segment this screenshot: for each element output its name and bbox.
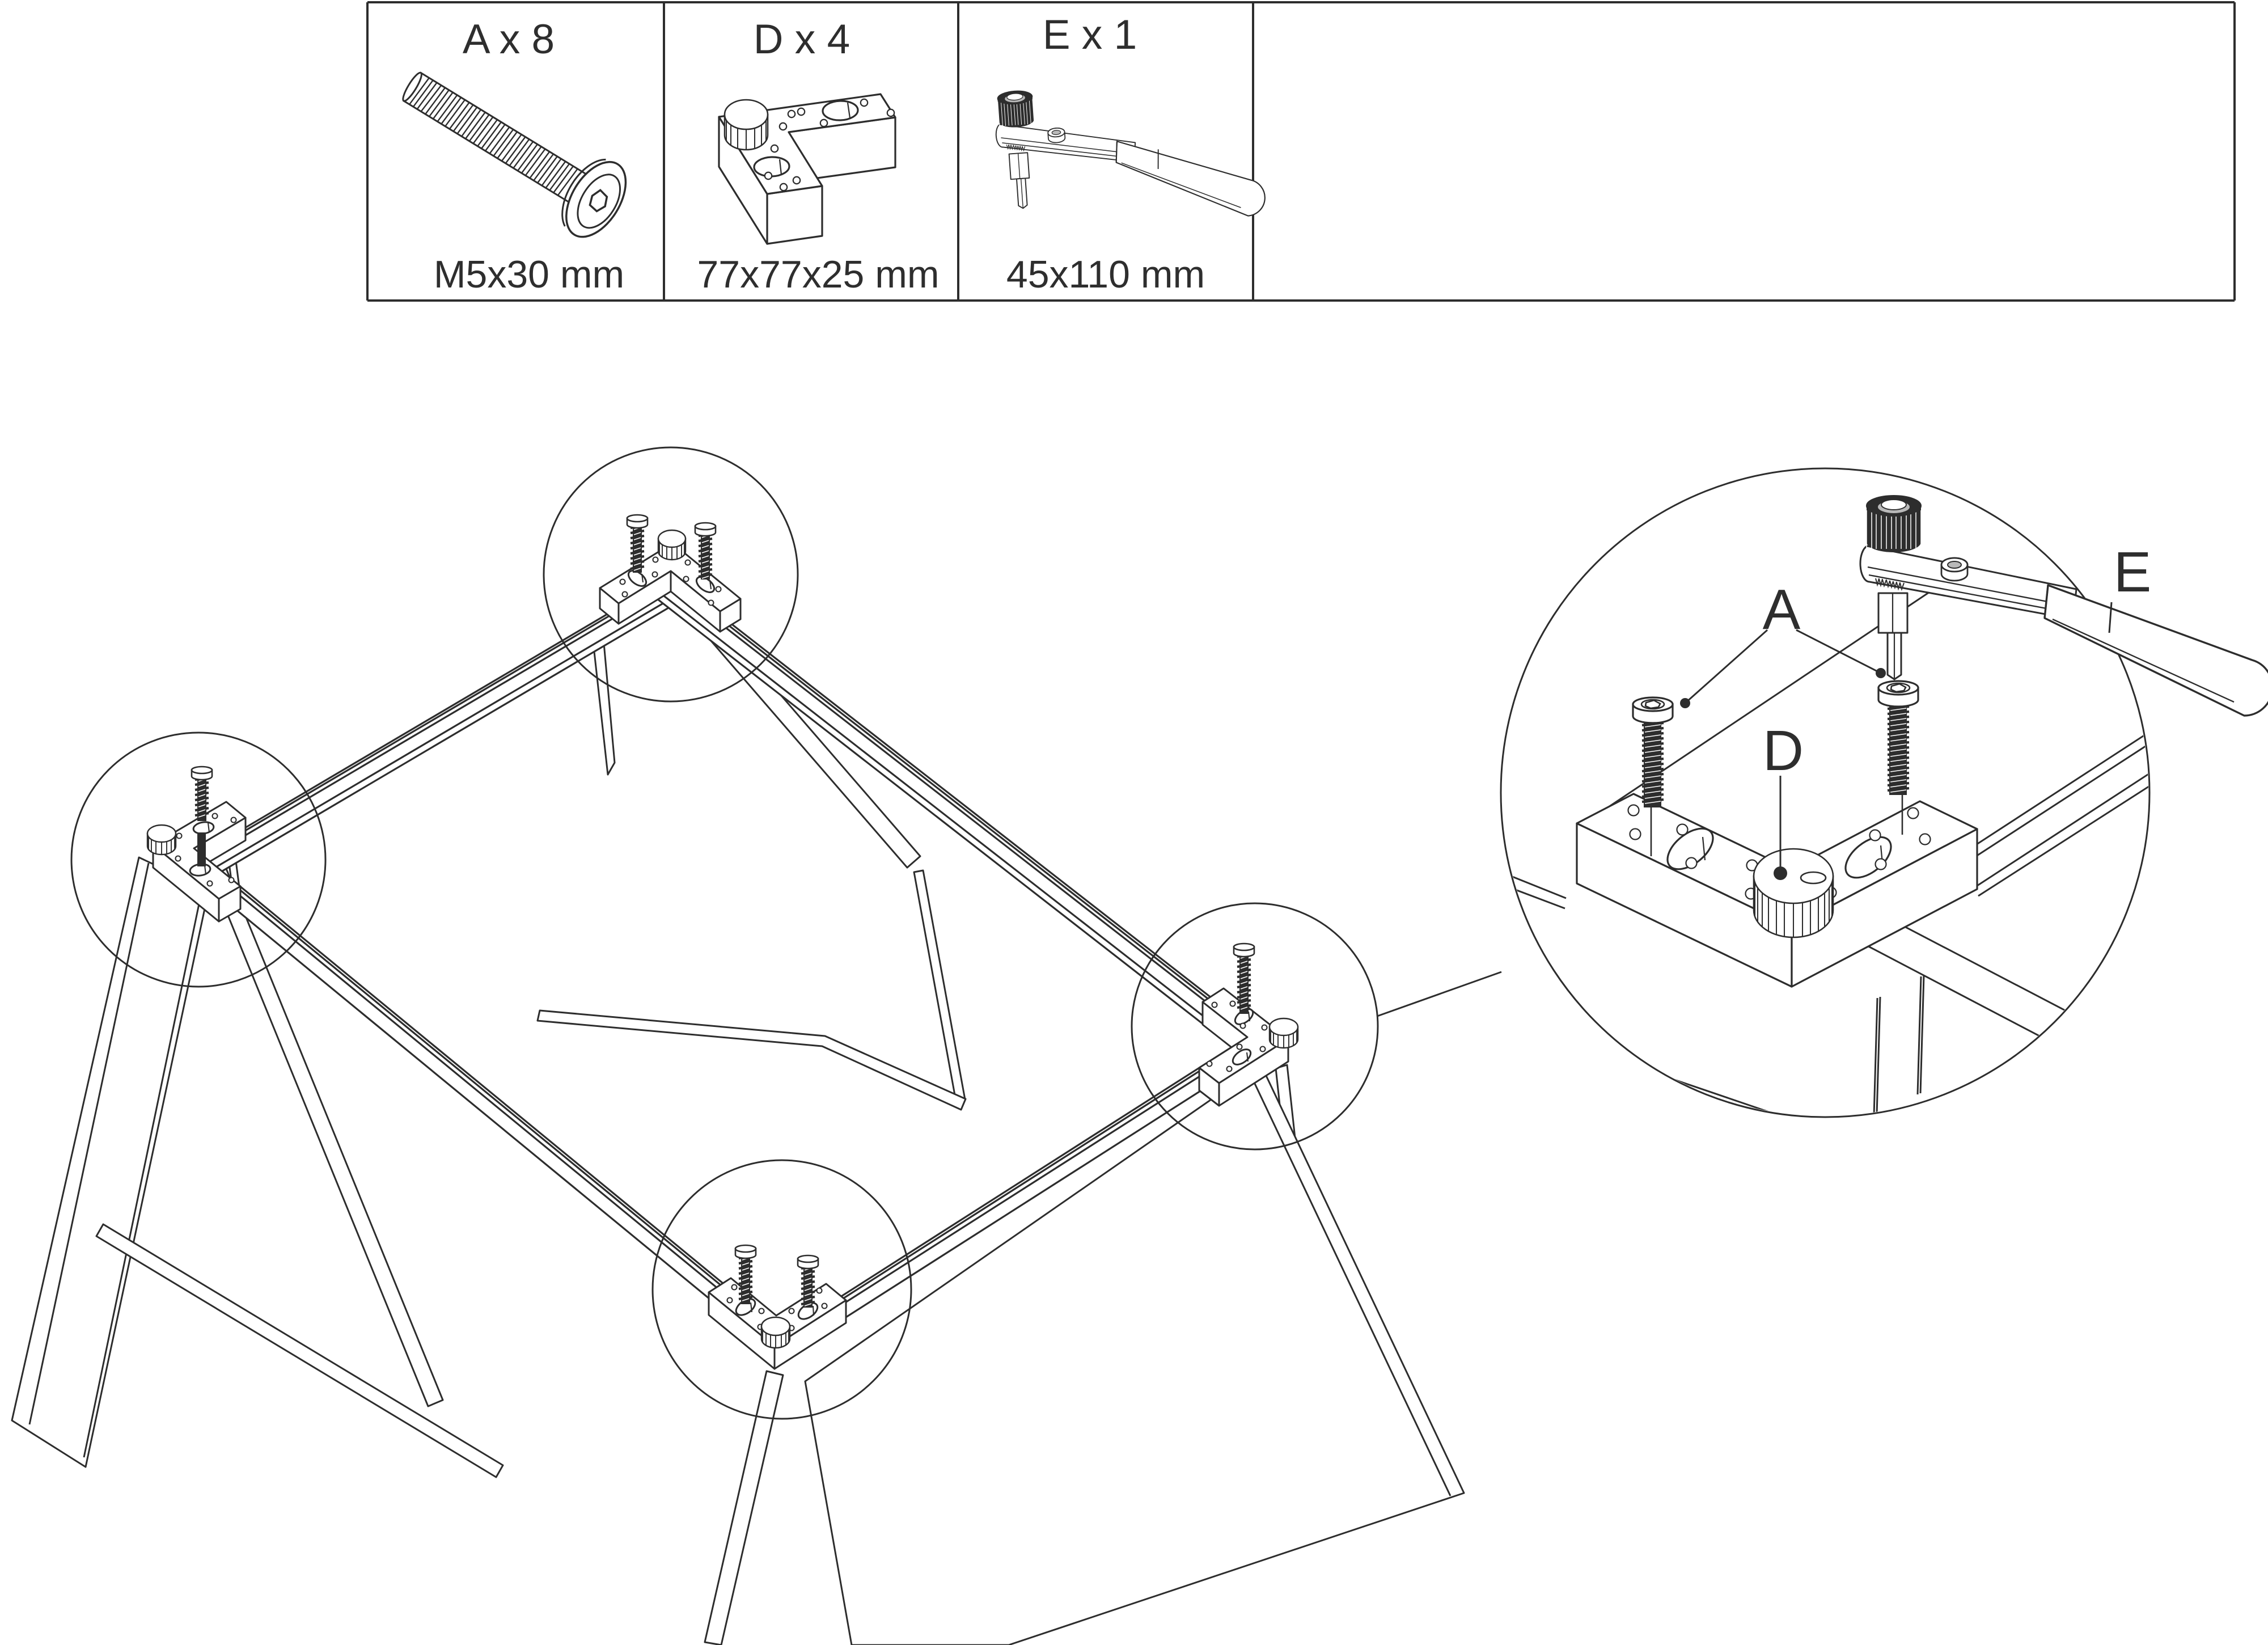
svg-text:A x 8: A x 8: [463, 16, 555, 62]
svg-text:77x77x25 mm: 77x77x25 mm: [697, 253, 939, 296]
svg-text:D: D: [1763, 719, 1804, 783]
svg-text:E: E: [2114, 540, 2152, 604]
svg-text:M5x30 mm: M5x30 mm: [434, 253, 624, 296]
svg-text:A: A: [1763, 578, 1801, 641]
svg-text:D x 4: D x 4: [754, 16, 850, 62]
svg-text:45x110 mm: 45x110 mm: [1006, 253, 1205, 296]
svg-text:E x 1: E x 1: [1043, 12, 1137, 58]
